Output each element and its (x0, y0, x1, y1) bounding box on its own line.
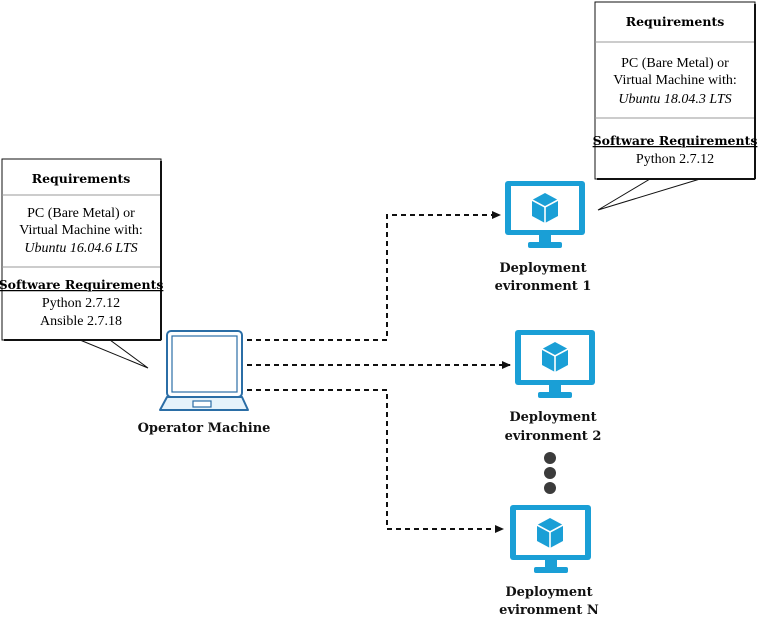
operator-machine-label: Operator Machine (138, 421, 271, 436)
monitor-cube-icon (505, 181, 585, 248)
operator-requirements-callout: Requirements PC (Bare Metal) or Virtual … (0, 158, 163, 369)
os-version: Ubuntu 16.04.6 LTS (24, 241, 137, 256)
deployment-environment-1[interactable]: Deployment evironment 1 (495, 181, 592, 294)
connector-to-env-n (247, 389, 504, 533)
requirements-title: Requirements (626, 14, 725, 29)
operator-machine[interactable]: Operator Machine (138, 330, 271, 436)
deployment-label-line-2: evironment N (499, 603, 599, 618)
callout-box (594, 1, 756, 180)
deployment-environment-2[interactable]: Deployment evironment 2 (505, 330, 602, 444)
callout-pointer (79, 339, 149, 369)
platform-line-2: Virtual Machine with: (613, 73, 737, 88)
requirements-title: Requirements (32, 171, 131, 186)
callout-box (1, 158, 162, 341)
deployment-environment-n[interactable]: Deployment evironment N (499, 505, 599, 618)
software-item: Ansible 2.7.18 (40, 314, 122, 329)
ellipsis-dot (544, 482, 556, 494)
laptop-icon (159, 330, 249, 411)
ellipsis-dot (544, 467, 556, 479)
ellipsis-dot (544, 452, 556, 464)
deployment-label-line-1: Deployment (499, 261, 586, 276)
connectors (247, 211, 511, 533)
deployment-label-line-2: evironment 2 (505, 429, 602, 444)
deployment-label-line-1: Deployment (509, 410, 596, 425)
platform-line-1: PC (Bare Metal) or (621, 56, 729, 71)
software-requirements-title: Software Requirements (0, 277, 163, 292)
platform-line-1: PC (Bare Metal) or (27, 206, 135, 221)
env1-requirements-callout: Requirements PC (Bare Metal) or Virtual … (593, 1, 758, 211)
deployment-label-line-1: Deployment (505, 585, 592, 600)
monitor-cube-icon (510, 505, 591, 573)
os-version: Ubuntu 18.04.3 LTS (618, 92, 731, 107)
software-item: Python 2.7.12 (636, 152, 714, 167)
software-requirements-title: Software Requirements (593, 133, 758, 148)
deployment-label-line-2: evironment 1 (495, 279, 592, 294)
software-item: Python 2.7.12 (42, 296, 120, 311)
platform-line-2: Virtual Machine with: (19, 223, 143, 238)
connector-to-env-1 (247, 211, 501, 341)
ellipsis-dots (544, 452, 556, 494)
callout-pointer (597, 178, 701, 211)
monitor-cube-icon (515, 330, 595, 398)
